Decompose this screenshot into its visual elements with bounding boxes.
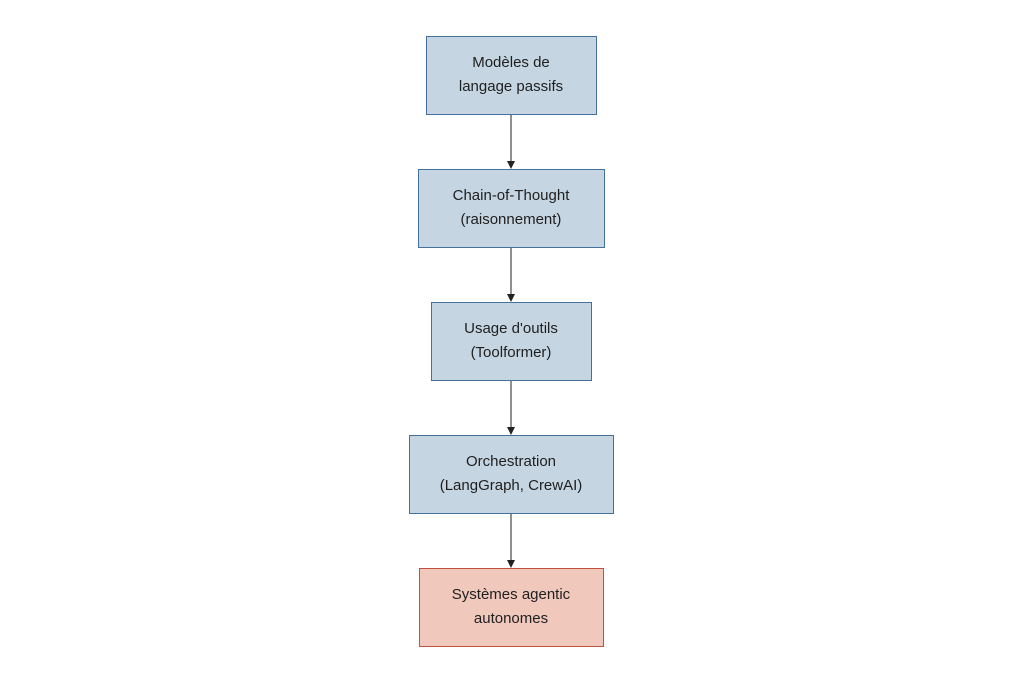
flow-node-box xyxy=(418,169,605,248)
flow-node-label-line: (LangGraph, CrewAI) xyxy=(440,477,583,494)
flow-node-label-line: Modèles de xyxy=(472,54,550,71)
flow-node-4: Orchestration (LangGraph, CrewAI) xyxy=(409,435,614,514)
flow-node-box xyxy=(431,302,592,381)
flow-node-1: Modèles de langage passifs xyxy=(426,36,597,115)
flow-node-label-line: (raisonnement) xyxy=(461,211,562,228)
flow-node-label-line: Usage d'outils xyxy=(464,320,558,337)
flow-node-label-line: autonomes xyxy=(474,610,548,627)
flow-node-label-line: Chain-of-Thought xyxy=(453,187,571,204)
flow-node-box xyxy=(426,36,597,115)
flow-node-5: Systèmes agentic autonomes xyxy=(419,568,604,647)
flow-node-box xyxy=(409,435,614,514)
flow-node-label-line: Orchestration xyxy=(466,453,556,470)
flow-node-2: Chain-of-Thought (raisonnement) xyxy=(418,169,605,248)
flow-node-label-line: Systèmes agentic xyxy=(452,586,571,603)
flow-node-label-line: (Toolformer) xyxy=(471,344,552,361)
flow-node-box xyxy=(419,568,604,647)
flow-node-label-line: langage passifs xyxy=(459,78,563,95)
flow-node-3: Usage d'outils (Toolformer) xyxy=(431,302,592,381)
